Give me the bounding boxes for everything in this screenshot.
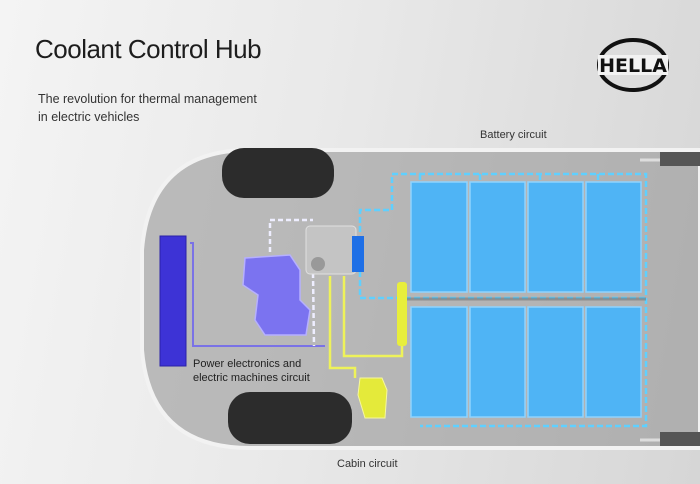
battery-module [585, 306, 642, 418]
subtitle-line: The revolution for thermal management [38, 92, 257, 106]
cabin-circuit-label: Cabin circuit [337, 458, 398, 470]
power-label-line: Power electronics and [193, 358, 302, 370]
cabin-heater [397, 282, 407, 346]
power-circuit-line [190, 218, 325, 347]
battery-pack [410, 181, 642, 418]
battery-module [410, 181, 468, 293]
radiator [159, 235, 187, 367]
battery-module [527, 306, 584, 418]
battery-module [585, 181, 642, 293]
battery-module [527, 181, 584, 293]
svg-text:HELLA: HELLA [599, 55, 667, 77]
power-label-line: electric machines circuit [193, 372, 310, 384]
power-circuit-label: Power electronics and electric machines … [193, 357, 310, 385]
page-title: Coolant Control Hub [35, 34, 262, 64]
wheel-rear-left [228, 392, 352, 444]
subtitle-line: in electric vehicles [38, 110, 140, 124]
electric-motor [242, 254, 311, 336]
battery-module [469, 306, 526, 418]
page-subtitle: The revolution for thermal management in… [38, 90, 257, 126]
wheel-front-left [222, 148, 334, 198]
battery-module [469, 181, 526, 293]
battery-circuit-label: Battery circuit [480, 129, 547, 141]
cabin-pump [357, 377, 388, 419]
battery-module [410, 306, 468, 418]
hella-logo: HELLA [597, 38, 669, 92]
